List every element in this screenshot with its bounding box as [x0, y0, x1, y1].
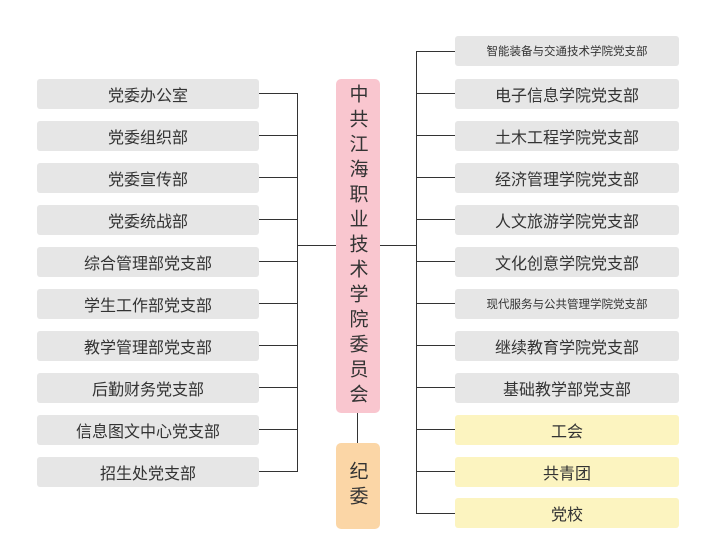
right-connector-6: [416, 261, 455, 262]
left-node-8: 后勤财务党支部: [37, 373, 259, 403]
right-node-10: 工会: [455, 415, 679, 445]
right-node-3: 土木工程学院党支部: [455, 121, 679, 151]
right-connector-1: [416, 51, 455, 52]
left-connector-6: [259, 303, 297, 304]
left-node-9: 信息图文中心党支部: [37, 415, 259, 445]
right-node-6: 文化创意学院党支部: [455, 247, 679, 277]
committee-label: 中共江海职业技术学院委员会: [346, 83, 369, 409]
left-node-5: 综合管理部党支部: [37, 247, 259, 277]
left-connector-7: [259, 345, 297, 346]
right-connector-11: [416, 471, 455, 472]
right-node-8: 继续教育学院党支部: [455, 331, 679, 361]
right-connector-10: [416, 429, 455, 430]
right-node-2: 电子信息学院党支部: [455, 79, 679, 109]
left-to-center-line: [297, 245, 336, 246]
right-trunk-line: [416, 51, 417, 514]
right-connector-5: [416, 219, 455, 220]
right-connector-3: [416, 135, 455, 136]
left-connector-10: [259, 471, 297, 472]
left-connector-2: [259, 135, 297, 136]
left-node-3: 党委宣传部: [37, 163, 259, 193]
right-node-4: 经济管理学院党支部: [455, 163, 679, 193]
left-node-6: 学生工作部党支部: [37, 289, 259, 319]
discipline-label: 纪委: [346, 461, 369, 511]
right-node-12: 党校: [455, 498, 679, 528]
right-connector-2: [416, 93, 455, 94]
discipline-box: 纪委: [336, 443, 380, 529]
right-connector-4: [416, 177, 455, 178]
left-node-7: 教学管理部党支部: [37, 331, 259, 361]
left-connector-5: [259, 261, 297, 262]
right-node-7: 现代服务与公共管理学院党支部: [455, 289, 679, 319]
right-connector-12: [416, 513, 455, 514]
right-node-9: 基础教学部党支部: [455, 373, 679, 403]
left-connector-4: [259, 219, 297, 220]
left-connector-9: [259, 429, 297, 430]
center-to-right-line: [380, 245, 416, 246]
left-connector-3: [259, 177, 297, 178]
left-node-1: 党委办公室: [37, 79, 259, 109]
right-connector-9: [416, 387, 455, 388]
committee-to-discipline-line: [357, 413, 358, 443]
right-connector-8: [416, 345, 455, 346]
committee-box: 中共江海职业技术学院委员会: [336, 79, 380, 413]
right-node-11: 共青团: [455, 457, 679, 487]
left-node-4: 党委统战部: [37, 205, 259, 235]
right-node-1: 智能装备与交通技术学院党支部: [455, 36, 679, 66]
left-connector-1: [259, 93, 297, 94]
left-node-2: 党委组织部: [37, 121, 259, 151]
left-connector-8: [259, 387, 297, 388]
right-node-5: 人文旅游学院党支部: [455, 205, 679, 235]
left-trunk-line: [297, 93, 298, 472]
right-connector-7: [416, 303, 455, 304]
left-node-10: 招生处党支部: [37, 457, 259, 487]
